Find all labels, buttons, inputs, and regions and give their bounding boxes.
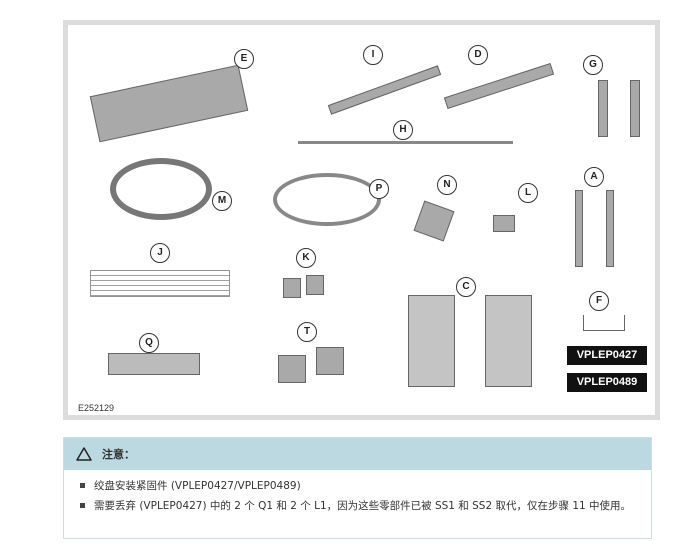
part-h-strip bbox=[298, 141, 513, 144]
part-c-bracket-right bbox=[485, 295, 532, 387]
part-p-hose bbox=[273, 173, 381, 226]
part-g-bracket-left bbox=[598, 80, 608, 137]
label-m: M bbox=[212, 191, 232, 211]
note-header: 注意： bbox=[64, 438, 651, 470]
part-m-hose bbox=[110, 158, 212, 220]
label-d: D bbox=[468, 45, 488, 65]
part-code-vplep0427: VPLEP0427 bbox=[567, 346, 647, 365]
part-f-bracket bbox=[583, 315, 625, 331]
label-f: F bbox=[589, 291, 609, 311]
part-n-bracket bbox=[413, 200, 455, 242]
part-d-bracket bbox=[443, 62, 555, 110]
label-t: T bbox=[297, 322, 317, 342]
label-p: P bbox=[369, 179, 389, 199]
part-code-vplep0489: VPLEP0489 bbox=[567, 373, 647, 392]
part-l-bracket bbox=[493, 215, 515, 232]
part-t-block bbox=[278, 355, 306, 383]
part-j-mesh bbox=[90, 270, 230, 297]
part-q-fairlead bbox=[108, 353, 200, 375]
part-e-bumper-beam bbox=[89, 64, 249, 143]
part-c-bracket-left bbox=[408, 295, 455, 387]
figure-id: E252129 bbox=[78, 403, 115, 413]
label-a: A bbox=[584, 167, 604, 187]
part-i-tube bbox=[327, 65, 442, 115]
label-e: E bbox=[234, 49, 254, 69]
label-i: I bbox=[363, 45, 383, 65]
label-l: L bbox=[518, 183, 538, 203]
label-g: G bbox=[583, 55, 603, 75]
note-list: 绞盘安装紧固件 (VPLEP0427/VPLEP0489) 需要丢弃 (VPLE… bbox=[64, 476, 651, 516]
label-c: C bbox=[456, 277, 476, 297]
warning-triangle-icon bbox=[76, 447, 92, 461]
part-a-strap-right bbox=[606, 190, 614, 267]
note-box: 注意： 绞盘安装紧固件 (VPLEP0427/VPLEP0489) 需要丢弃 (… bbox=[63, 437, 652, 539]
label-h: H bbox=[393, 120, 413, 140]
label-q: Q bbox=[139, 333, 159, 353]
part-g-bracket-right bbox=[630, 80, 640, 137]
part-t-block bbox=[316, 347, 344, 375]
part-k-washer bbox=[306, 275, 324, 295]
note-title: 注意： bbox=[102, 448, 135, 461]
label-k: K bbox=[296, 248, 316, 268]
part-a-strap-left bbox=[575, 190, 583, 267]
label-n: N bbox=[437, 175, 457, 195]
note-item: 需要丢弃 (VPLEP0427) 中的 2 个 Q1 和 2 个 L1，因为这些… bbox=[80, 496, 651, 516]
part-k-washer bbox=[283, 278, 301, 298]
note-item: 绞盘安装紧固件 (VPLEP0427/VPLEP0489) bbox=[80, 476, 651, 496]
parts-illustration: E I D G H M P N L A J K C F Q T VPLEP042… bbox=[63, 20, 660, 420]
label-j: J bbox=[150, 243, 170, 263]
